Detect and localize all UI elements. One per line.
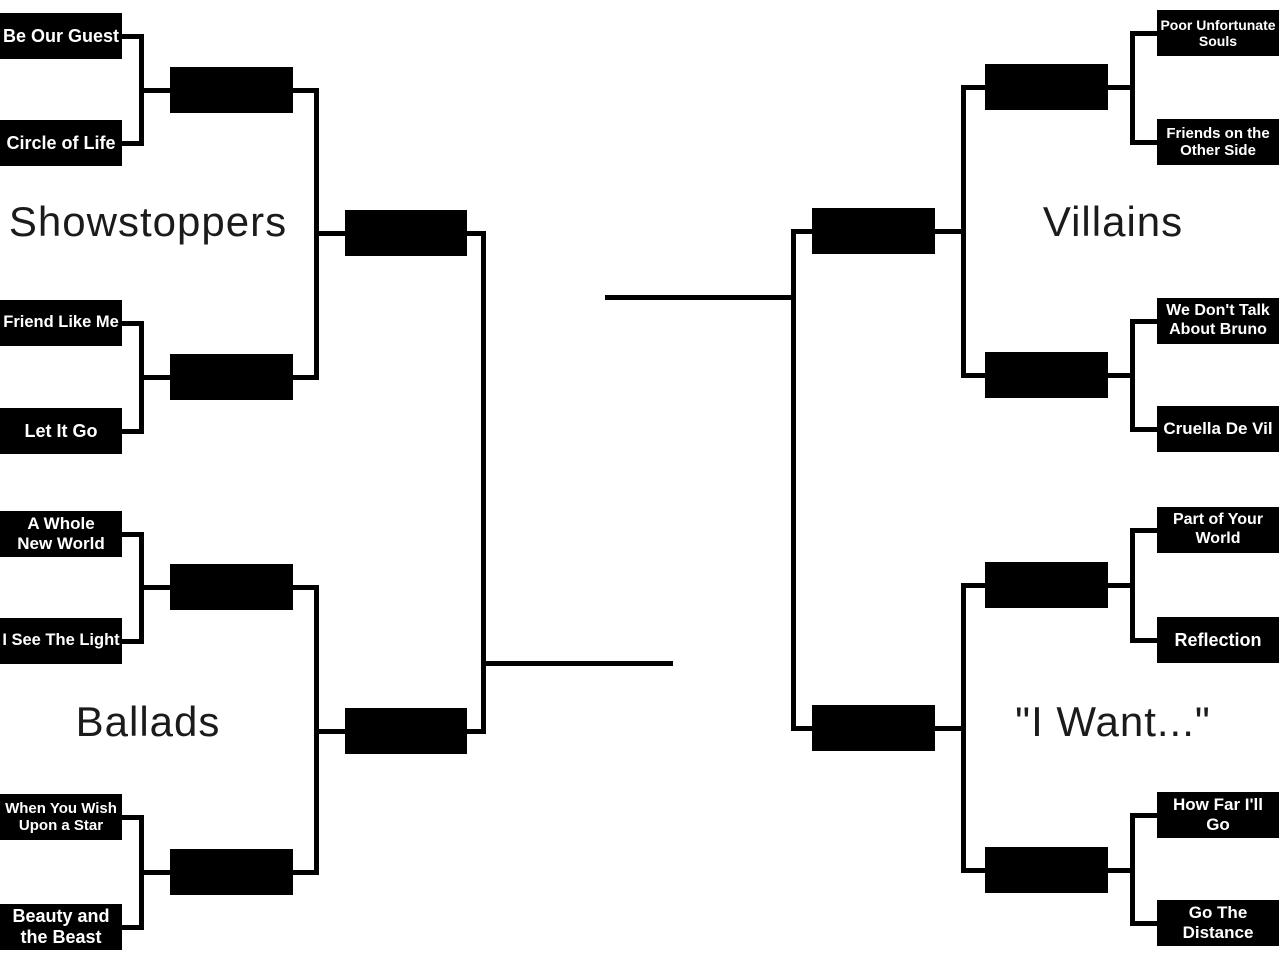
- song-box-i-see-the-light: I See The Light: [0, 618, 122, 664]
- song-box-how-far-ill-go: How Far I'll Go: [1157, 792, 1279, 838]
- song-box-poor-unfortunate-souls: Poor Unfortunate Souls: [1157, 10, 1279, 56]
- connector-line: [467, 729, 486, 734]
- winner-slot-showstoppers-1: [170, 67, 293, 113]
- song-box-cruella-de-vil: Cruella De Vil: [1157, 406, 1279, 452]
- connector-line: [791, 229, 812, 234]
- region-title-i-want: "I Want...": [1015, 698, 1211, 745]
- winner-slot-ballads-1: [170, 564, 293, 610]
- connector-line: [1108, 373, 1132, 378]
- connector-line: [1130, 31, 1135, 145]
- connector-line: [144, 870, 170, 875]
- connector-line: [316, 231, 345, 236]
- connector-line: [139, 532, 144, 644]
- song-box-let-it-go: Let It Go: [0, 408, 122, 454]
- connector-line: [961, 868, 985, 873]
- connector-line: [122, 429, 144, 434]
- connector-line: [961, 85, 985, 90]
- connector-line: [1130, 813, 1135, 926]
- region-title-showstoppers: Showstoppers: [8, 198, 288, 245]
- semifinal-slot-villains: [812, 208, 935, 254]
- connector-line: [1134, 528, 1157, 533]
- connector-line: [1134, 319, 1157, 324]
- winner-slot-villains-1: [985, 64, 1108, 110]
- connector-line: [1108, 583, 1132, 588]
- connector-line: [144, 585, 170, 590]
- connector-line: [467, 231, 486, 236]
- winner-slot-villains-2: [985, 352, 1108, 398]
- connector-line: [122, 34, 144, 39]
- connector-line: [293, 870, 316, 875]
- winner-slot-i-want-1: [985, 562, 1108, 608]
- song-box-friends-on-the-other-side: Friends on the Other Side: [1157, 119, 1279, 165]
- connector-line: [1134, 427, 1157, 432]
- song-box-friend-like-me: Friend Like Me: [0, 300, 122, 346]
- connector-line: [791, 229, 796, 731]
- connector-line: [1134, 638, 1157, 643]
- connector-line: [122, 815, 144, 820]
- connector-line: [481, 231, 486, 734]
- connector-line: [139, 321, 144, 434]
- region-title-ballads: Ballads: [75, 698, 221, 745]
- semifinal-slot-showstoppers: [345, 210, 467, 256]
- song-box-circle-of-life: Circle of Life: [0, 120, 122, 166]
- connector-line: [144, 88, 170, 93]
- song-box-we-dont-talk-about-bruno: We Don't Talk About Bruno: [1157, 298, 1279, 344]
- song-box-beauty-and-the-beast: Beauty and the Beast: [0, 904, 122, 950]
- winner-slot-i-want-2: [985, 847, 1108, 893]
- connector-line: [935, 726, 963, 731]
- connector-line: [961, 373, 985, 378]
- connector-line: [139, 815, 144, 930]
- connector-line: [791, 726, 812, 731]
- connector-line: [122, 141, 144, 146]
- connector-line: [1130, 319, 1135, 432]
- connector-line: [139, 34, 144, 146]
- semifinal-slot-ballads: [345, 708, 467, 754]
- winner-slot-ballads-2: [170, 849, 293, 895]
- song-box-a-whole-new-world: A Whole New World: [0, 511, 122, 557]
- song-box-when-you-wish-upon-a-star: When You Wish Upon a Star: [0, 794, 122, 840]
- region-title-villains: Villains: [1042, 198, 1184, 245]
- connector-line: [961, 583, 985, 588]
- connector-line: [293, 88, 316, 93]
- semifinal-slot-i-want: [812, 705, 935, 751]
- connector-line: [122, 321, 144, 326]
- song-box-reflection: Reflection: [1157, 617, 1279, 663]
- connector-line: [1108, 868, 1132, 873]
- connector-line: [961, 85, 966, 378]
- connector-line: [316, 729, 345, 734]
- finalist-line-left: [484, 661, 673, 666]
- song-box-part-of-your-world: Part of Your World: [1157, 507, 1279, 553]
- connector-line: [293, 585, 316, 590]
- connector-line: [935, 229, 963, 234]
- connector-line: [1108, 85, 1132, 90]
- connector-line: [961, 583, 966, 873]
- connector-line: [1130, 528, 1135, 643]
- connector-line: [293, 375, 316, 380]
- connector-line: [1134, 31, 1157, 36]
- connector-line: [1134, 921, 1157, 926]
- connector-line: [1134, 813, 1157, 818]
- song-box-be-our-guest: Be Our Guest: [0, 13, 122, 59]
- song-box-go-the-distance: Go The Distance: [1157, 900, 1279, 946]
- finalist-line-right: [605, 295, 793, 300]
- connector-line: [122, 925, 144, 930]
- connector-line: [122, 532, 144, 537]
- connector-line: [1134, 140, 1157, 145]
- connector-line: [122, 639, 144, 644]
- connector-line: [144, 375, 170, 380]
- winner-slot-showstoppers-2: [170, 354, 293, 400]
